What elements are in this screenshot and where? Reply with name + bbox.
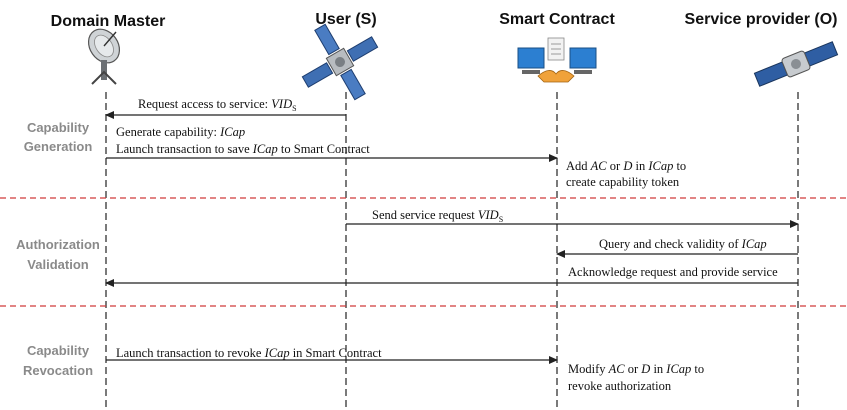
phase-label-revocation-2: Revocation — [23, 363, 93, 378]
message-label-m3: Launch transaction to save ICap to Smart… — [116, 142, 370, 156]
phase-label-authorization-1: Authorization — [16, 237, 100, 252]
phase-label-generation-2: Generation — [24, 139, 93, 154]
phase-label-authorization-2: Validation — [27, 257, 88, 272]
satellite-icon — [753, 41, 839, 87]
message-label-m5: Send service request VIDS — [372, 208, 503, 224]
message-label-m2: Generate capability: ICap — [116, 125, 245, 139]
phase-label-generation-1: Capability — [27, 120, 90, 135]
message-label-m7: Acknowledge request and provide service — [568, 265, 778, 279]
satellite-icon — [301, 23, 379, 101]
phase-label-revocation-1: Capability — [27, 343, 90, 358]
participant-user: User (S) — [315, 11, 376, 28]
participant-smart-contract: Smart Contract — [499, 11, 615, 28]
message-label-m9b: revoke authorization — [568, 379, 672, 393]
message-label-m4b: create capability token — [566, 175, 680, 189]
message-label-m1: Request access to service: VIDS — [138, 97, 297, 113]
message-label-m4: Add AC or D in ICap to — [566, 159, 686, 173]
message-label-m9: Modify AC or D in ICap to — [568, 362, 704, 376]
message-label-m6: Query and check validity of ICap — [599, 237, 767, 251]
satellite-dish-icon — [87, 28, 121, 85]
participant-service-provider: Service provider (O) — [685, 11, 838, 28]
smart-contract-icon — [517, 37, 597, 83]
participant-domain-master: Domain Master — [51, 13, 166, 30]
message-label-m8: Launch transaction to revoke ICap in Sma… — [116, 346, 382, 360]
